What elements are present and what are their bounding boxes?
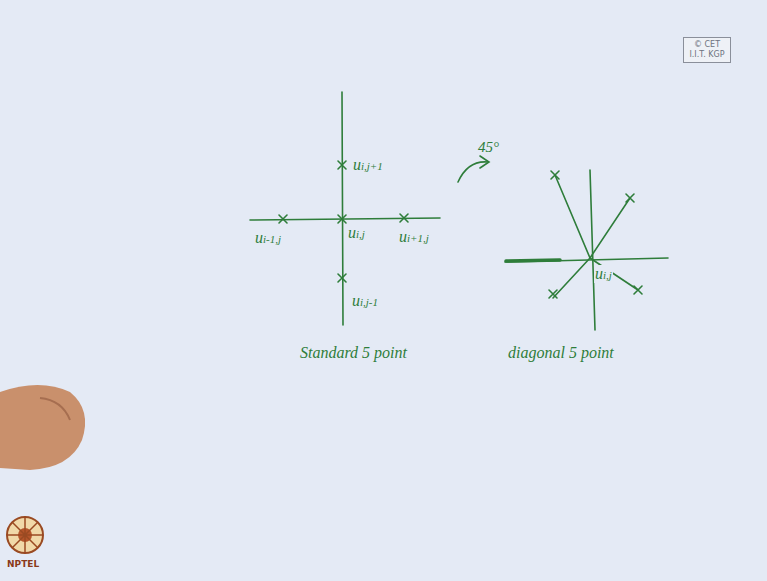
- grid-value: ui+1,j: [398, 228, 430, 246]
- grid-value: ui,j+1: [352, 156, 384, 174]
- logo-ring: [7, 517, 43, 553]
- rotation-arrow: [458, 156, 489, 182]
- stencil-caption: diagonal 5 point: [508, 344, 614, 362]
- watermark-box: © CET I.I.T. KGP: [683, 37, 731, 63]
- vertical-axis: [590, 170, 595, 330]
- grid-point: [279, 215, 287, 223]
- diagonal-line: [553, 258, 590, 298]
- grid-point: [626, 194, 634, 202]
- logo-text: NPTEL: [7, 560, 39, 570]
- nptel-logo: [7, 517, 43, 553]
- thick-stroke: [506, 260, 560, 261]
- finger-nail: [40, 398, 70, 420]
- diagonal-line: [590, 198, 630, 258]
- finger: [0, 385, 85, 470]
- logo-spokes: [7, 517, 43, 553]
- diagonal-stencil: [505, 170, 668, 330]
- finger-shape: [0, 385, 85, 470]
- grid-value: ui,j-1: [351, 292, 379, 310]
- stencil-caption: Standard 5 point: [300, 344, 407, 362]
- vertical-axis: [342, 92, 343, 325]
- grid-point: [400, 214, 408, 222]
- standard-stencil: [250, 92, 440, 325]
- grid-value: ui,j: [594, 265, 613, 283]
- arrow-head: [480, 156, 489, 168]
- grid-value: ui-1,j: [254, 229, 282, 247]
- grid-value: ui,j: [347, 224, 366, 242]
- horizontal-axis: [250, 218, 440, 220]
- grid-point: [634, 286, 642, 294]
- watermark-text: © CET I.I.T. KGP: [687, 40, 727, 59]
- grid-point: [338, 161, 346, 169]
- grid-point: [338, 215, 346, 223]
- grid-point: [549, 290, 557, 298]
- diagonal-line: [555, 175, 590, 258]
- grid-point: [551, 171, 559, 179]
- rotation-angle: 45°: [478, 139, 499, 156]
- diagonal-line: [590, 258, 638, 290]
- grid-point: [338, 274, 346, 282]
